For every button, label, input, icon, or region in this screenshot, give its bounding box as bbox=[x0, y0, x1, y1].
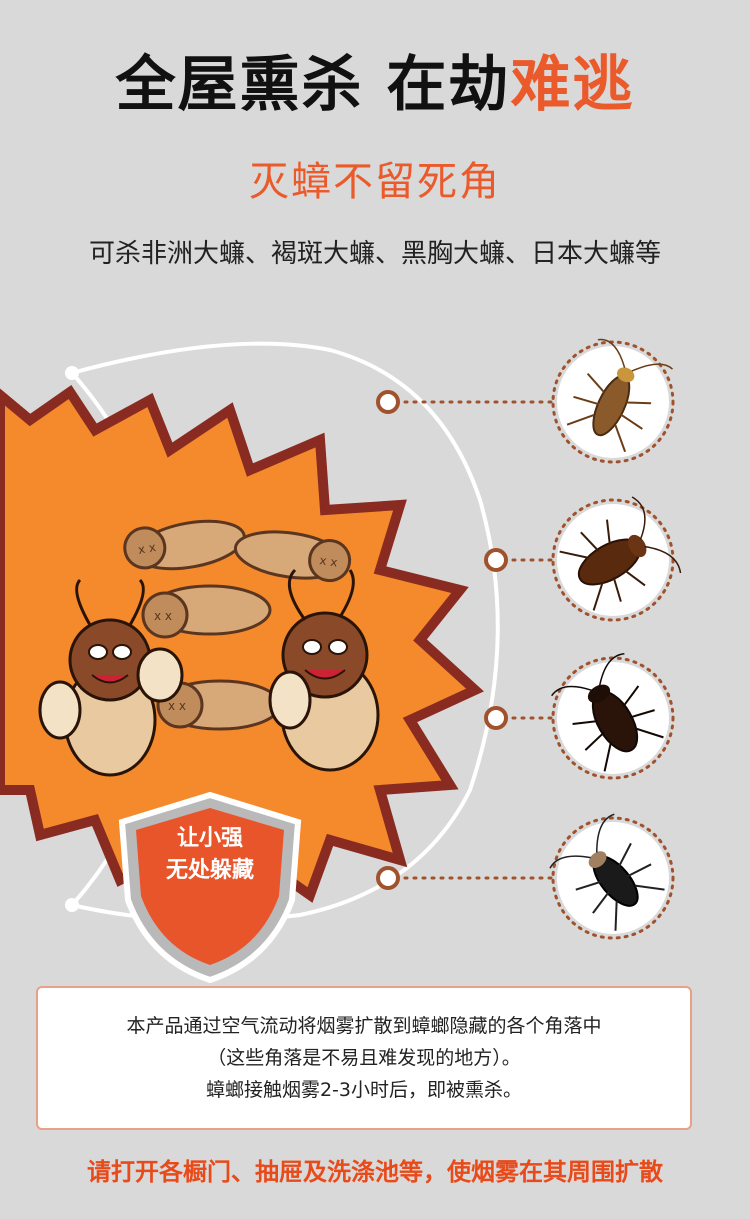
connector-2 bbox=[484, 548, 557, 572]
cartoon-dead-roach-1: x x bbox=[123, 519, 246, 571]
species-line: 可杀非洲大蠊、褐斑大蠊、黑胸大蠊、日本大蠊等 bbox=[88, 239, 661, 269]
roach-photo-2 bbox=[551, 496, 682, 622]
roach-photo-4 bbox=[549, 813, 675, 940]
roach-photo-1 bbox=[551, 338, 675, 464]
svg-text:x x: x x bbox=[137, 540, 157, 557]
description-line-1: 本产品通过空气流动将烟雾扩散到蟑螂隐藏的各个角落中 bbox=[126, 1015, 602, 1037]
page-title: 全屋熏杀 在劫难逃 bbox=[0, 52, 750, 118]
shield-badge bbox=[118, 791, 302, 984]
svg-text:x x: x x bbox=[319, 553, 339, 569]
cartoon-dead-roach-2: x x bbox=[233, 530, 352, 583]
cartoon-dead-roach-3: x x bbox=[141, 584, 272, 639]
connector-1 bbox=[376, 390, 557, 414]
svg-text:x x: x x bbox=[154, 609, 172, 623]
roach-photo-3 bbox=[551, 652, 675, 780]
cartoon-angry-roach-right bbox=[268, 568, 380, 772]
footer-note: 请打开各橱门、抽屉及洗涤池等，使烟雾在其周围扩散 bbox=[87, 1158, 663, 1186]
connector-4 bbox=[376, 866, 557, 890]
description-box: 本产品通过空气流动将烟雾扩散到蟑螂隐藏的各个角落中 （这些角落是不易且难发现的地… bbox=[36, 986, 692, 1130]
title-accent: 难逃 bbox=[510, 50, 635, 120]
badge-line-1: 让小强 bbox=[176, 826, 243, 851]
connector-3 bbox=[484, 706, 557, 730]
title-main: 全屋熏杀 在劫 bbox=[115, 50, 511, 120]
badge-line-2: 无处躲藏 bbox=[165, 858, 254, 883]
cartoon-angry-roach-left bbox=[38, 578, 184, 777]
description-line-3: 蟑螂接触烟雾2-3小时后，即被熏杀。 bbox=[205, 1079, 523, 1101]
page-subtitle: 灭蟑不留死角 bbox=[249, 159, 501, 205]
svg-text:x x: x x bbox=[168, 699, 186, 713]
description-line-2: （这些角落是不易且难发现的地方）。 bbox=[207, 1047, 521, 1069]
